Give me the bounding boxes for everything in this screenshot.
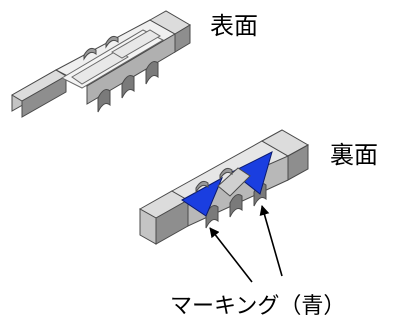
marking-right <box>231 151 273 195</box>
label-back: 裏面 <box>330 141 378 169</box>
label-marking: マーキング（青） <box>170 294 345 319</box>
front-body <box>54 19 177 113</box>
marking-left <box>181 176 224 217</box>
arrow-to-left-marking <box>209 227 253 283</box>
back-body <box>170 140 290 229</box>
label-front: 表面 <box>210 12 258 40</box>
marking-arrows <box>209 205 283 283</box>
front-right-electrode <box>148 10 191 53</box>
back-component <box>138 129 310 245</box>
arrow-to-right-marking <box>259 205 283 277</box>
back-right-electrode <box>260 129 310 181</box>
front-component <box>11 10 191 118</box>
back-left-electrode <box>138 190 190 245</box>
front-left-electrode <box>11 69 67 118</box>
